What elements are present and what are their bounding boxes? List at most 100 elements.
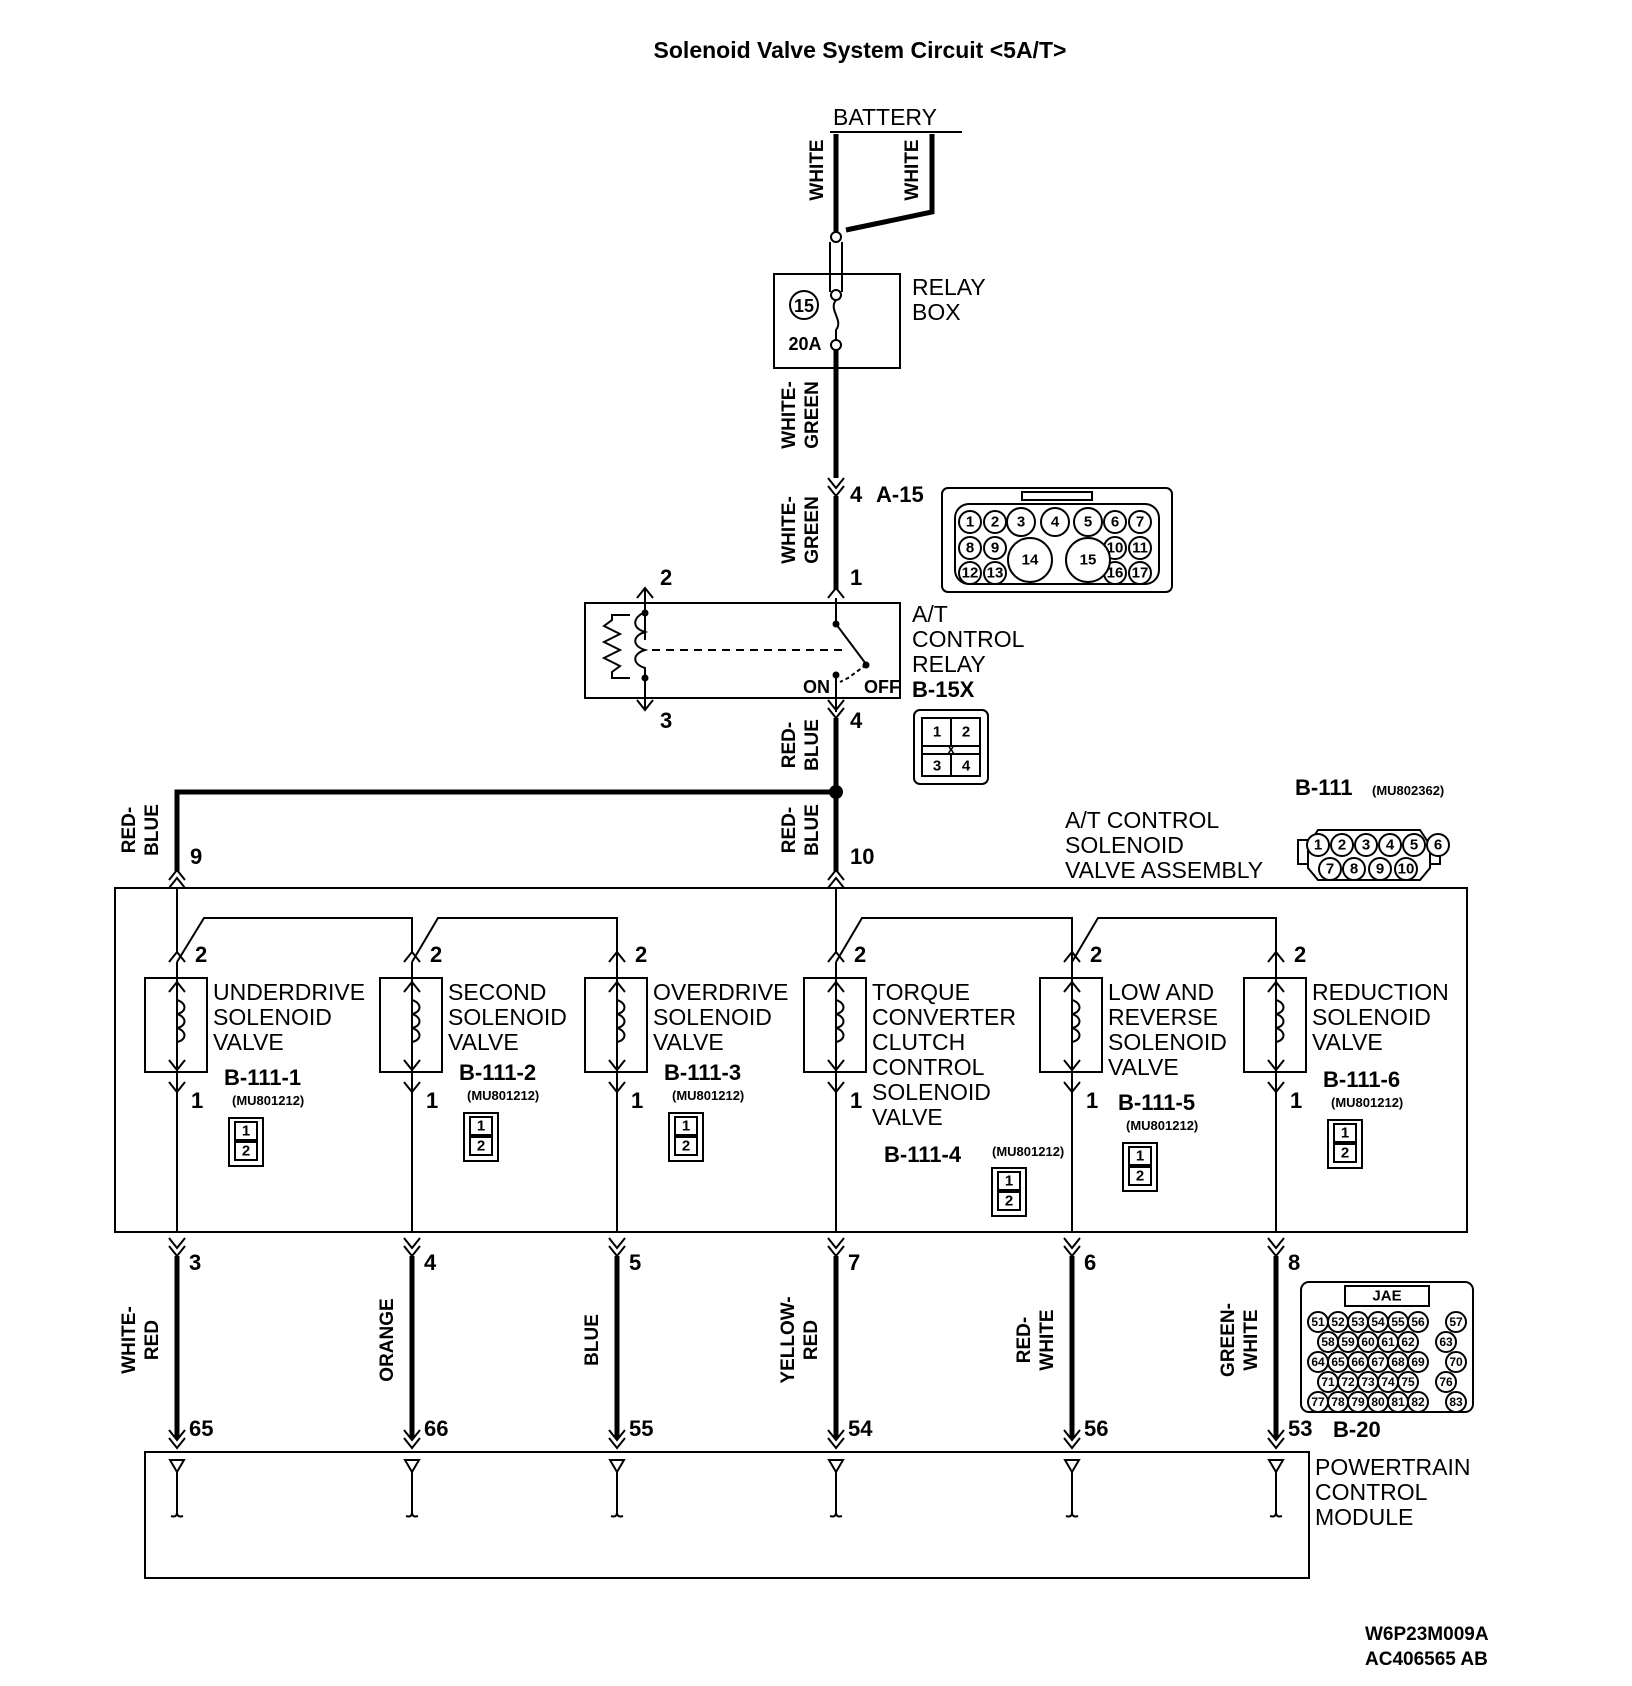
assembly-out-arrow <box>1267 1237 1285 1258</box>
valve-pin-bottom: 1 <box>1086 1088 1098 1113</box>
valve-label: VALVE <box>1108 1054 1179 1080</box>
b15x-pin-1: 1 <box>933 724 941 741</box>
a15-pin-15: 15 <box>1080 552 1097 569</box>
valve-pin-bottom: 1 <box>850 1088 862 1113</box>
wire-color-red-blue-1b: BLUE <box>802 719 823 771</box>
valve-arrow-in <box>1267 980 1285 993</box>
wire-color-white-green-2b: GREEN <box>802 496 823 564</box>
solenoid-coil-icon <box>1275 999 1285 1043</box>
b20-pin-78: 78 <box>1331 1395 1345 1409</box>
valve-pin-top-arrow <box>1063 950 1081 963</box>
connector-arrow-assy-9 <box>168 868 186 889</box>
b111-pin-3: 3 <box>1362 837 1370 854</box>
b20-pin-69: 69 <box>1411 1355 1425 1369</box>
assembly-out-pin: 4 <box>424 1250 437 1275</box>
valve-label: CONVERTER <box>872 1004 1016 1030</box>
a15-pin-11: 11 <box>1132 540 1148 557</box>
b111-pin-4: 4 <box>1386 837 1395 854</box>
b111-pin-8: 8 <box>1350 861 1358 878</box>
valve-label: VALVE <box>653 1029 724 1055</box>
b20-pin-60: 60 <box>1361 1335 1375 1349</box>
relay-box-label-2: BOX <box>912 299 961 325</box>
assy-pin-9: 9 <box>190 844 202 869</box>
solenoid-coil-icon <box>835 999 845 1043</box>
wire-color-red-blue-1a: RED- <box>779 722 800 768</box>
valve-pin-top-arrow <box>168 950 186 963</box>
powertrain-control-module-box <box>144 1451 1310 1579</box>
solenoid-valve-1: 21UNDERDRIVESOLENOIDVALVEB-111-1(MU80121… <box>119 942 365 1518</box>
pcm-terminal-icon <box>1267 1459 1285 1474</box>
valve-pin-bottom: 1 <box>631 1088 643 1113</box>
pcm-terminal-icon <box>168 1459 186 1474</box>
connector-arrow-a15 <box>827 477 845 498</box>
valve-conn-pin-1: 1 <box>242 1123 250 1140</box>
fuse-terminal-bottom <box>830 339 842 351</box>
b15x-pin-3: 3 <box>933 758 941 775</box>
b20-pin-82: 82 <box>1411 1395 1425 1409</box>
b111-pin-8-circle <box>1342 857 1366 881</box>
assembly-out-arrow <box>827 1237 845 1258</box>
b20-pin-79: 79 <box>1351 1395 1365 1409</box>
a15-pin-17: 17 <box>1132 565 1149 582</box>
valve-pin-top-arrow <box>827 950 845 963</box>
assembly-label-1: A/T CONTROL <box>1065 807 1219 833</box>
wire-color-label: BLUE <box>582 1314 603 1366</box>
valve-pin-top-arrow <box>403 950 421 963</box>
wire-color-red-blue-2b: BLUE <box>802 804 823 856</box>
valve-label: REVERSE <box>1108 1004 1218 1030</box>
fuse-element <box>832 299 840 340</box>
b20-pin-56: 56 <box>1411 1315 1425 1329</box>
b20-pin-68: 68 <box>1391 1355 1405 1369</box>
valve-conn-pin-1: 1 <box>1136 1148 1144 1165</box>
b20-pin-circle <box>1445 1391 1467 1413</box>
valve-pin-top: 2 <box>635 942 647 967</box>
b15x-pin-4: 4 <box>962 758 971 775</box>
b111-pin-1-circle <box>1306 833 1330 857</box>
wire-color-label-b: RED <box>142 1320 163 1360</box>
valve-pin-top: 2 <box>1294 942 1306 967</box>
pcm-terminal-icon <box>827 1459 845 1474</box>
b20-pin-74: 74 <box>1381 1375 1395 1389</box>
valve-pin-top-arrow <box>1267 950 1285 963</box>
relay-pin-4: 4 <box>850 708 863 733</box>
b15x-pin-2: 2 <box>962 724 970 741</box>
a15-pin-11-circle <box>1128 536 1152 560</box>
pcm-in-arrow <box>168 1429 186 1450</box>
wire-color-red-blue-3a: RED- <box>119 807 140 853</box>
diagram-title: Solenoid Valve System Circuit <5A/T> <box>654 37 1067 63</box>
b111-pin-10: 10 <box>1398 861 1415 878</box>
b111-pin-1: 1 <box>1314 837 1322 854</box>
valve-arrow-out <box>608 1059 626 1072</box>
a15-pin-9: 9 <box>991 540 999 557</box>
valve-connector-face <box>463 1112 499 1162</box>
relay-connector-label: B-15X <box>912 677 975 702</box>
b20-pin-55: 55 <box>1391 1315 1405 1329</box>
connector-arrow-relay-3 <box>636 699 654 712</box>
b20-pin-58: 58 <box>1321 1335 1335 1349</box>
assembly-out-arrow <box>608 1237 626 1258</box>
b111-pin-2-circle <box>1330 833 1354 857</box>
pcm-driver-icon <box>170 1472 184 1518</box>
valve-part-number: (MU801212) <box>672 1088 744 1103</box>
relay-off-label: OFF <box>864 677 900 697</box>
pcm-pin: 65 <box>189 1416 213 1441</box>
b20-pin-52: 52 <box>1331 1315 1345 1329</box>
valve-label: SOLENOID <box>872 1079 991 1105</box>
wire-color-label-b: WHITE <box>1037 1309 1058 1370</box>
wire-color-white-right: WHITE <box>902 139 923 200</box>
a15-pin-4-circle <box>1040 507 1070 537</box>
valve-label: CONTROL <box>872 1054 985 1080</box>
assembly-out-pin: 6 <box>1084 1250 1096 1275</box>
pcm-label-3: MODULE <box>1315 1504 1413 1530</box>
pcm-label-2: CONTROL <box>1315 1479 1428 1505</box>
wire-color-white-green-1a: WHITE- <box>779 381 800 449</box>
a15-pin-17-circle <box>1128 561 1152 585</box>
valve-connector-label: B-111-6 <box>1323 1067 1400 1092</box>
assembly-out-pin: 5 <box>629 1250 641 1275</box>
valve-pin-top: 2 <box>195 942 207 967</box>
relay-label-3: RELAY <box>912 651 986 677</box>
valve-arrow-out <box>403 1059 421 1072</box>
pcm-in-arrow <box>608 1429 626 1450</box>
wire-red-blue-branch <box>174 789 836 872</box>
